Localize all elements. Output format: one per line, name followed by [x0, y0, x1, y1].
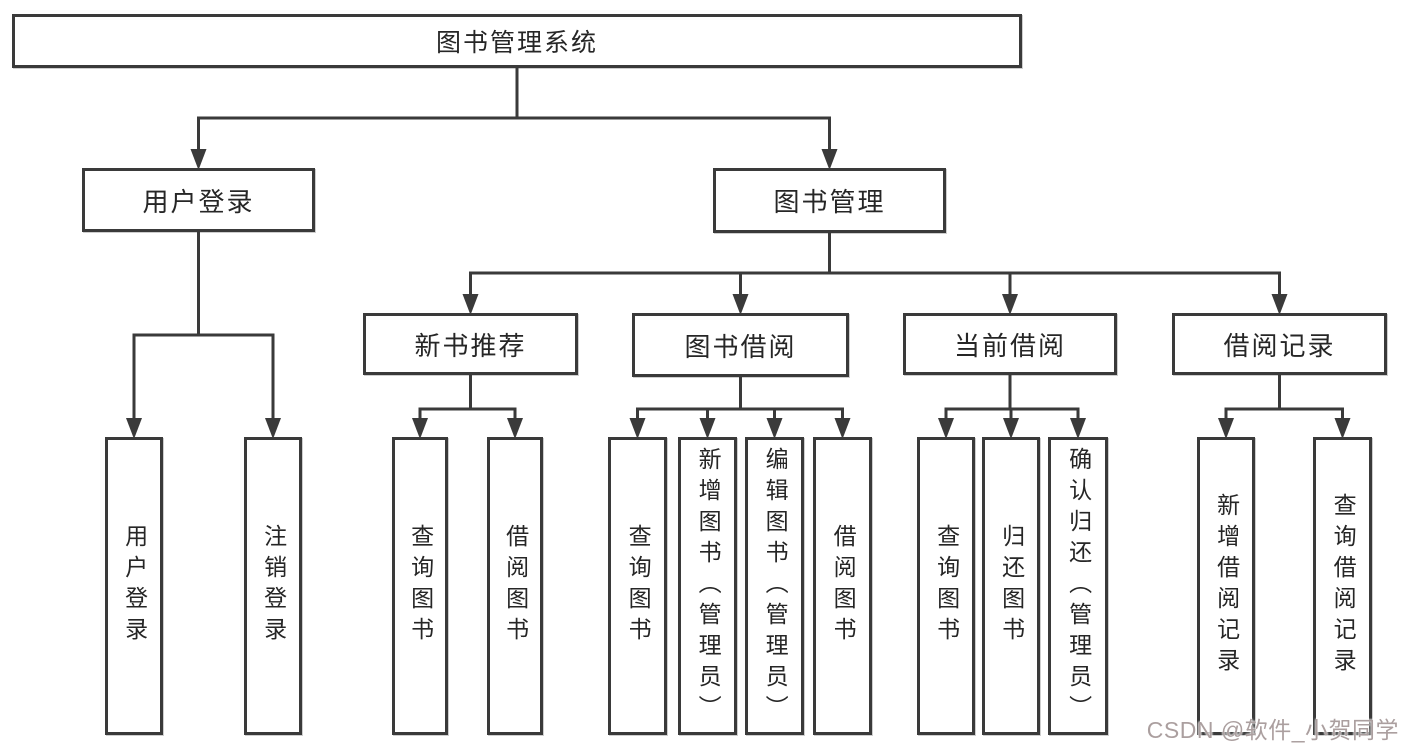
arrowhead-icon: [732, 294, 749, 315]
arrowhead-icon: [1002, 294, 1018, 315]
arrowhead-icon: [1334, 418, 1351, 439]
node-leaf-current-query-books: 查询图书: [917, 437, 975, 735]
node-borrowing-records: 借阅记录: [1172, 313, 1387, 375]
arrowhead-icon: [766, 418, 783, 439]
node-new-book-recommend: 新书推荐: [363, 313, 578, 375]
arrowhead-icon: [699, 418, 716, 439]
node-leaf-records-add-record: 新增借阅记录: [1197, 437, 1255, 735]
node-leaf-borrow-add-books: 新增图书（管理员）: [678, 437, 737, 735]
arrowhead-icon: [126, 418, 142, 439]
arrowhead-icon: [190, 149, 207, 170]
node-leaf-newrec-query-books: 查询图书: [392, 437, 448, 735]
node-current-borrowing: 当前借阅: [903, 313, 1117, 375]
node-book-management: 图书管理: [713, 168, 946, 233]
node-leaf-borrow-edit-books: 编辑图书（管理员）: [745, 437, 804, 735]
node-user-login: 用户登录: [82, 168, 315, 232]
arrowhead-icon: [265, 418, 281, 439]
arrowhead-icon: [1271, 294, 1288, 315]
connector-path: [132, 65, 1344, 425]
arrowhead-icon: [462, 294, 479, 315]
node-leaf-records-query-record: 查询借阅记录: [1313, 437, 1372, 735]
arrowhead-icon: [507, 418, 523, 439]
arrowhead-icon: [1003, 418, 1019, 439]
node-leaf-logout: 注销登录: [244, 437, 302, 735]
node-leaf-borrow-borrow-books: 借阅图书: [813, 437, 872, 735]
node-leaf-user-login: 用户登录: [105, 437, 163, 735]
arrowhead-icon: [1218, 418, 1234, 439]
arrowhead-icon: [821, 149, 838, 170]
node-leaf-current-return-books: 归还图书: [982, 437, 1040, 735]
node-book-borrowing: 图书借阅: [632, 313, 849, 377]
node-leaf-current-confirm-return: 确认归还（管理员）: [1048, 437, 1108, 735]
arrowhead-icon: [1070, 418, 1086, 439]
arrowhead-icon: [938, 418, 954, 439]
node-leaf-borrow-query-books: 查询图书: [608, 437, 667, 735]
arrowhead-icon: [834, 418, 851, 439]
node-root: 图书管理系统: [12, 14, 1022, 68]
node-leaf-newrec-borrow-books: 借阅图书: [487, 437, 543, 735]
arrowhead-icon: [629, 418, 646, 439]
arrowhead-icon: [412, 418, 428, 439]
